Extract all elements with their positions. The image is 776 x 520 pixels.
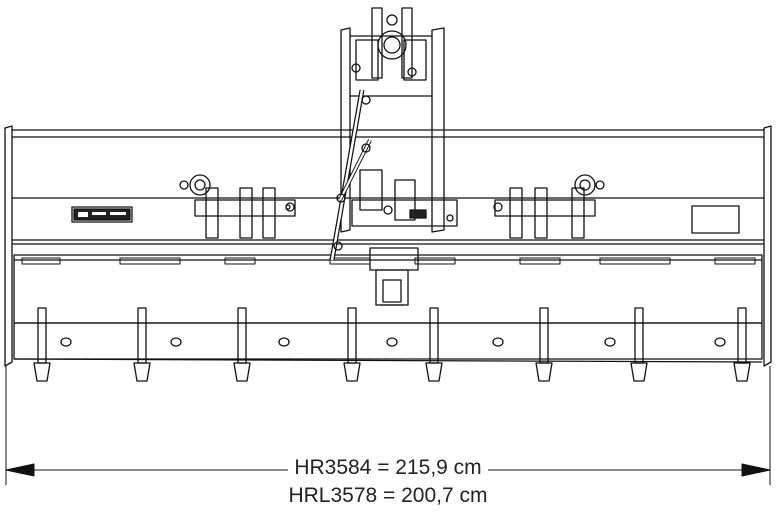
- dimension-text-hrl3578: HRL3578 = 200,7 cm: [288, 484, 488, 507]
- tine: [535, 307, 553, 382]
- lower-link-right: [493, 174, 605, 239]
- decal-right: [691, 205, 740, 234]
- decal-left: [71, 206, 133, 223]
- tine: [133, 307, 151, 382]
- gearbox: [369, 247, 419, 306]
- tine: [733, 307, 751, 382]
- dimension-label-hr3584: HR3584 = 215,9 cm: [0, 456, 776, 480]
- dimension-text-hr3584: HR3584 = 215,9 cm: [288, 456, 488, 479]
- tine: [425, 307, 443, 382]
- tine: [33, 307, 51, 382]
- tines: [33, 307, 751, 382]
- lower-link-left: [179, 174, 296, 239]
- tiller-housing: [4, 125, 772, 367]
- dimension-label-hrl3578: HRL3578 = 200,7 cm: [0, 484, 776, 508]
- hitch-tower: [329, 7, 458, 261]
- plate-holes: [60, 337, 726, 347]
- tine: [343, 307, 361, 382]
- skirt-slots: [21, 257, 756, 265]
- tine: [233, 307, 251, 382]
- tine: [630, 307, 648, 382]
